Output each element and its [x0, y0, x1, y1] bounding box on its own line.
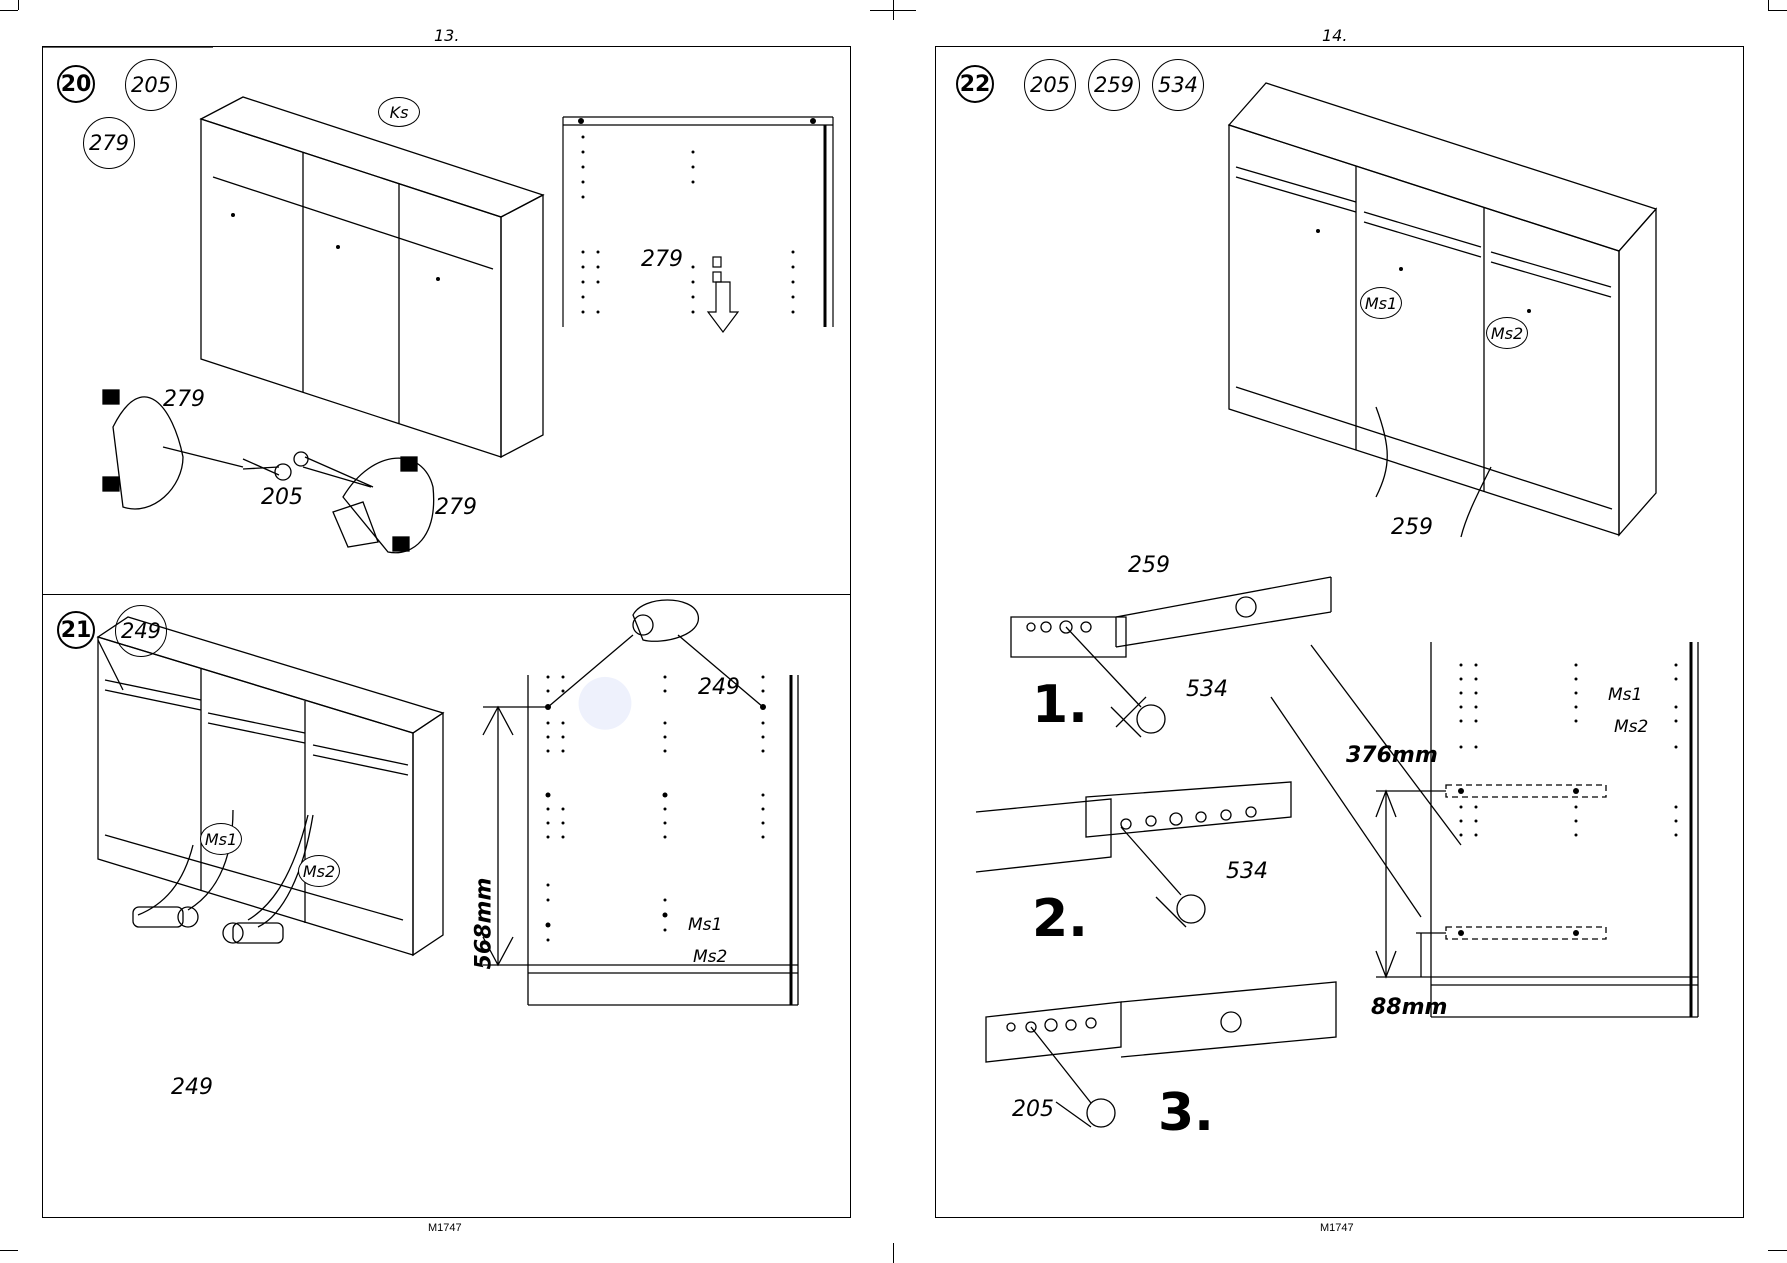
part-badge-205: 205 [1024, 59, 1076, 111]
crop-mark [1768, 1250, 1787, 1251]
page-number-left: 13. [434, 26, 460, 45]
part-279-label: 279 [435, 495, 477, 520]
dimension-568mm: 568mm [471, 877, 497, 970]
part-279-label: 279 [641, 247, 683, 272]
part-badge-259: 259 [1088, 59, 1140, 111]
ms2-label: Ms2 [1486, 317, 1528, 349]
part-badge-249: 249 [115, 605, 167, 657]
part-205-label: 205 [261, 485, 303, 510]
footer-code-left: M1747 [428, 1222, 462, 1234]
part-534-label: 534 [1186, 677, 1228, 702]
part-badge-205: 205 [125, 59, 177, 111]
ms1-label: Ms1 [200, 823, 242, 855]
ms2-label: Ms2 [298, 855, 340, 887]
page-number-right: 14. [1322, 26, 1348, 45]
wardrobe-drawing [96, 599, 799, 1006]
part-badge-534: 534 [1152, 59, 1204, 111]
substep-1: 1. [1032, 675, 1088, 735]
part-badge-279: 279 [83, 117, 135, 169]
part-249-label: 249 [698, 675, 740, 700]
part-279-label: 279 [163, 387, 205, 412]
crop-mark [0, 1250, 18, 1251]
step-number-badge: 20 [57, 65, 95, 103]
dimension-376mm: 376mm [1346, 743, 1438, 768]
step-21-panel: 21 249 [42, 594, 851, 1218]
ms1-label: Ms1 [1360, 287, 1402, 319]
crop-mark [893, 1243, 894, 1263]
step-number-badge: 22 [956, 65, 994, 103]
part-259-label: 259 [1391, 515, 1433, 540]
step-20-panel: 20 205 279 150" x2="450" y2="242"/> [42, 46, 851, 595]
dimension-88mm: 88mm [1371, 995, 1448, 1020]
footer-code-right: M1747 [1320, 1222, 1354, 1234]
ks-label: Ks [378, 97, 420, 127]
part-205-label: 205 [1012, 1097, 1054, 1122]
step-22-panel: 22 205 259 534 [935, 46, 1744, 1218]
substep-3: 3. [1158, 1083, 1214, 1143]
wardrobe-drawing [975, 82, 1699, 1128]
ms1-hole-label: Ms1 [1608, 685, 1643, 705]
wardrobe-drawing: 150" x2="450" y2="242"/> [43, 46, 834, 554]
crop-mark [0, 10, 18, 11]
part-534-label: 534 [1226, 859, 1268, 884]
ms2-hole-label: Ms2 [693, 947, 728, 967]
crop-mark [1768, 0, 1769, 10]
part-259-label: 259 [1128, 553, 1170, 578]
ms2-hole-label: Ms2 [1614, 717, 1649, 737]
crop-mark [870, 10, 916, 11]
crop-mark [1768, 10, 1787, 11]
crop-mark [18, 0, 19, 10]
step-number-badge: 21 [57, 611, 95, 649]
substep-2: 2. [1032, 889, 1088, 949]
ms1-hole-label: Ms1 [688, 915, 723, 935]
part-249-label: 249 [171, 1075, 213, 1100]
